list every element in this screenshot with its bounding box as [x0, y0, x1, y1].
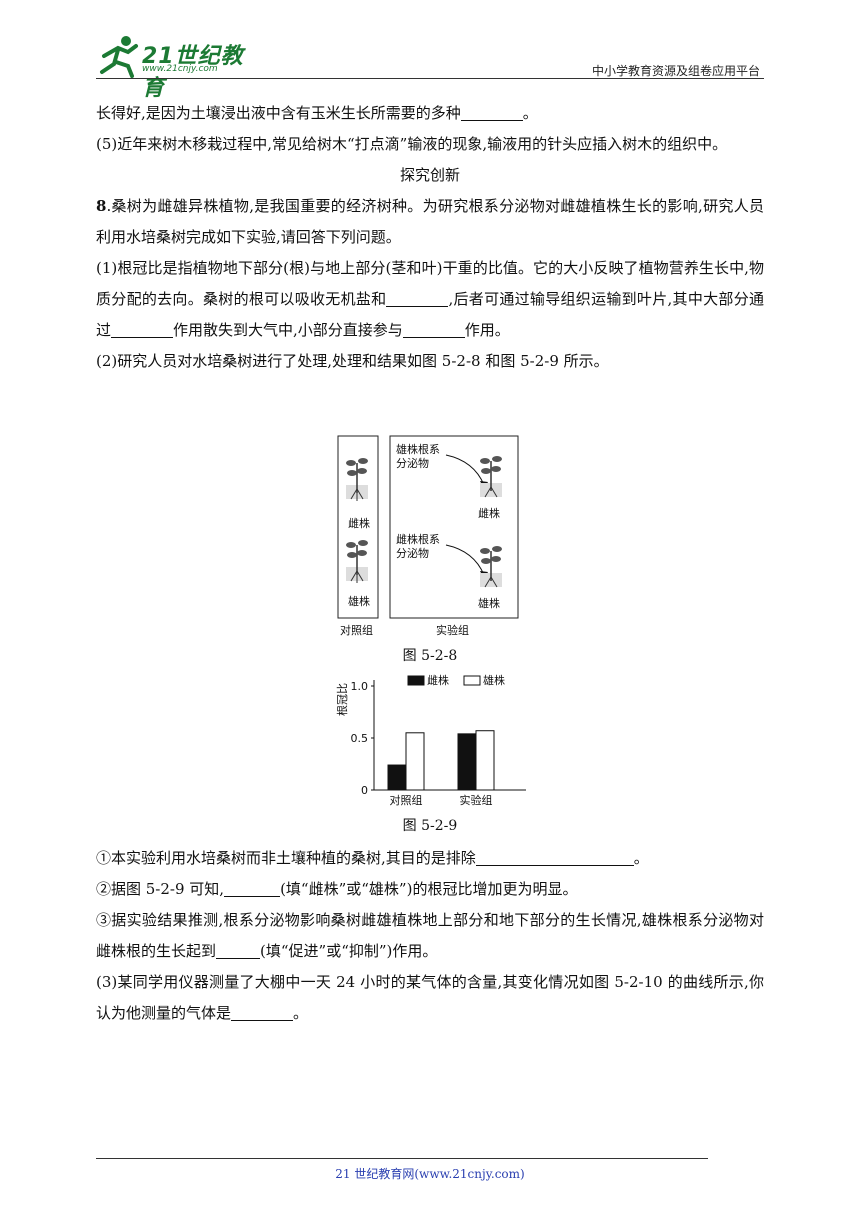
- q8-intro: 8.桑树为雌雄异株植物,是我国重要的经济树种。为研究根系分泌物对雌雄植株生长的影…: [96, 197, 764, 246]
- chart-ylabel: 根冠比: [335, 683, 349, 716]
- header-divider: [96, 78, 764, 79]
- logo-url: www.21cnjy.com: [142, 64, 218, 74]
- footer-divider: [96, 1158, 708, 1159]
- answer-blank[interactable]: [224, 878, 281, 897]
- answer-blank[interactable]: [231, 1002, 294, 1021]
- legend-swatch: [407, 675, 425, 686]
- q8-part2: (2)研究人员对水培桑树进行了处理,处理和结果如图 5-2-8 和图 5-2-9…: [96, 352, 609, 370]
- bar-female-0: [387, 764, 407, 791]
- q8-part3: (3)某同学用仪器测量了大棚中一天 24 小时的某气体的含量,其变化情况如图 5…: [96, 973, 764, 1022]
- header-platform-text: 中小学教育资源及组卷应用平台: [591, 64, 760, 78]
- y-tick-label: 0: [361, 784, 368, 797]
- logo-text: 21世纪教育: [142, 44, 244, 101]
- answer-blank[interactable]: [402, 319, 465, 338]
- experiment-group-label: 实验组: [436, 623, 469, 637]
- q8-part1: (1)根冠比是指植物地下部分(根)与地上部分(茎和叶)干重的比值。它的大小反映了…: [96, 259, 764, 339]
- female-secretion-label-2: 分泌物: [396, 546, 429, 560]
- male-secretion-label-2: 分泌物: [396, 456, 429, 470]
- question-text-top: 长得好,是因为土壤浸出液中含有玉米生长所需要的多种。 (5)近年来树木移栽过程中…: [96, 98, 764, 377]
- footer-text: 21 世纪教育网(www.21cnjy.com): [335, 1167, 525, 1181]
- exp-male-label: 雄株: [478, 596, 500, 610]
- plant-icon: [480, 546, 502, 588]
- section-title: 探究创新: [399, 166, 460, 184]
- control-female-label: 雌株: [348, 516, 370, 530]
- answer-blank[interactable]: [216, 940, 261, 959]
- exp-female-label: 雌株: [478, 506, 500, 520]
- answer-blank[interactable]: [460, 102, 523, 121]
- legend-label: 雌株: [427, 673, 449, 687]
- q8-sub2: ②据图 5-2-9 可知,(填“雌株”或“雄株”)的根冠比增加更为明显。: [96, 878, 578, 898]
- y-tick-label: 1.0: [351, 680, 369, 693]
- figure-5-2-8: 雌株 雄株 雄株根系 分泌物 雌株 雌株根系 分泌物 雄株 对照组 实验组: [337, 435, 519, 637]
- category-label: 对照组: [390, 793, 423, 807]
- q8-sub1: ①本实验利用水培桑树而非土壤种植的桑树,其目的是排除。: [96, 847, 649, 867]
- control-male-label: 雄株: [348, 594, 370, 608]
- logo: 21世纪教育 www.21cnjy.com: [96, 34, 266, 101]
- answer-blank[interactable]: [475, 847, 634, 866]
- q7-line: 长得好,是因为土壤浸出液中含有玉米生长所需要的多种。: [96, 102, 538, 122]
- bar-male-1: [475, 730, 495, 791]
- bar-female-1: [457, 733, 477, 791]
- page-header: 21世纪教育 www.21cnjy.com 中小学教育资源及组卷应用平台: [96, 34, 764, 101]
- plant-icon: [480, 456, 502, 498]
- figure-5-2-9-chart: 根冠比 0 0.5 1.0 对照组 实验组 雌株 雄株: [335, 673, 526, 807]
- control-group-label: 对照组: [340, 623, 373, 637]
- answer-blank[interactable]: [111, 319, 174, 338]
- q8-sub3: ③据实验结果推测,根系分泌物影响桑树雌雄植株地上部分和地下部分的生长情况,雄株根…: [96, 911, 764, 960]
- bar-male-0: [405, 732, 425, 791]
- legend-swatch: [463, 675, 481, 686]
- plant-icon: [346, 458, 368, 501]
- category-label: 实验组: [460, 793, 493, 807]
- female-secretion-label: 雌株根系: [396, 532, 440, 546]
- q7-part5: (5)近年来树木移栽过程中,常见给树木“打点滴”输液的现象,输液用的针头应插入树…: [96, 135, 728, 153]
- legend-label: 雄株: [483, 673, 505, 687]
- figure-5-2-9-caption: 图 5-2-9: [402, 818, 458, 834]
- male-secretion-label: 雄株根系: [396, 442, 440, 456]
- y-tick-label: 0.5: [351, 732, 369, 745]
- answer-blank[interactable]: [386, 288, 449, 307]
- plant-icon: [346, 540, 368, 583]
- question-text-bottom: ①本实验利用水培桑树而非土壤种植的桑树,其目的是排除。 ②据图 5-2-9 可知…: [96, 843, 764, 1029]
- runner-logo-icon: [100, 36, 138, 78]
- figure-5-2-8-caption: 图 5-2-8: [402, 648, 458, 664]
